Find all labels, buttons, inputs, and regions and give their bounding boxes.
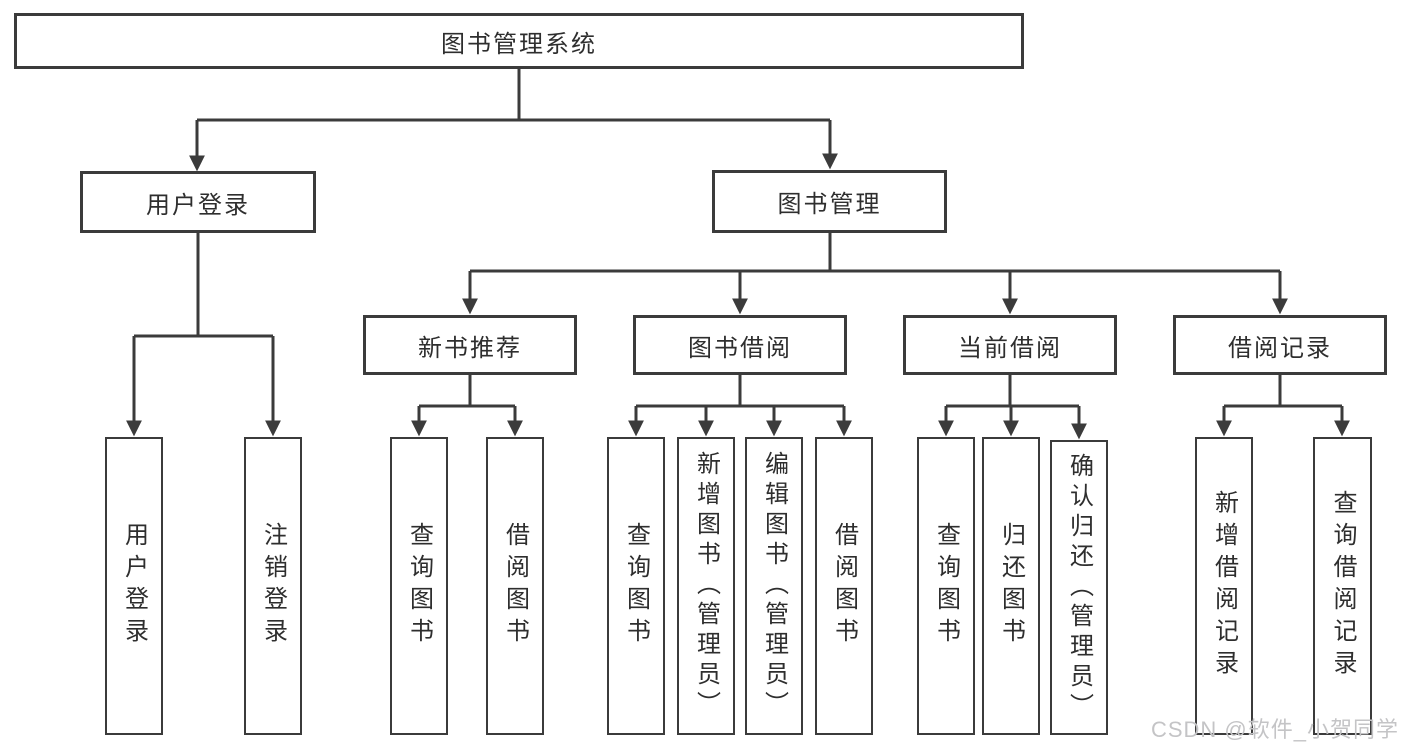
leaf-borrow-books-1: 借阅图书 <box>486 437 544 735</box>
leaf-query-books-1: 查询图书 <box>390 437 448 735</box>
leaf-return-book: 归还图书 <box>982 437 1040 735</box>
node-book-management: 图书管理 <box>712 170 947 233</box>
leaf-logout: 注销登录 <box>244 437 302 735</box>
leaf-borrow-books-2: 借阅图书 <box>815 437 873 735</box>
leaf-confirm-return-admin: 确认归还（管理员） <box>1050 440 1108 735</box>
node-root: 图书管理系统 <box>14 13 1024 69</box>
node-borrow-records: 借阅记录 <box>1173 315 1387 375</box>
node-current-borrow: 当前借阅 <box>903 315 1117 375</box>
leaf-edit-book-admin: 编辑图书（管理员） <box>745 437 803 735</box>
leaf-query-books-2: 查询图书 <box>607 437 665 735</box>
leaf-query-borrow-record: 查询借阅记录 <box>1313 437 1372 735</box>
watermark-text: CSDN @软件_小贺同学 <box>1150 717 1399 742</box>
node-user-login: 用户登录 <box>80 171 316 233</box>
leaf-user-login: 用户登录 <box>105 437 163 735</box>
node-book-borrow: 图书借阅 <box>633 315 847 375</box>
leaf-query-books-3: 查询图书 <box>917 437 975 735</box>
leaf-add-book-admin: 新增图书（管理员） <box>677 437 735 735</box>
leaf-add-borrow-record: 新增借阅记录 <box>1195 437 1253 735</box>
node-new-book-recommend: 新书推荐 <box>363 315 577 375</box>
